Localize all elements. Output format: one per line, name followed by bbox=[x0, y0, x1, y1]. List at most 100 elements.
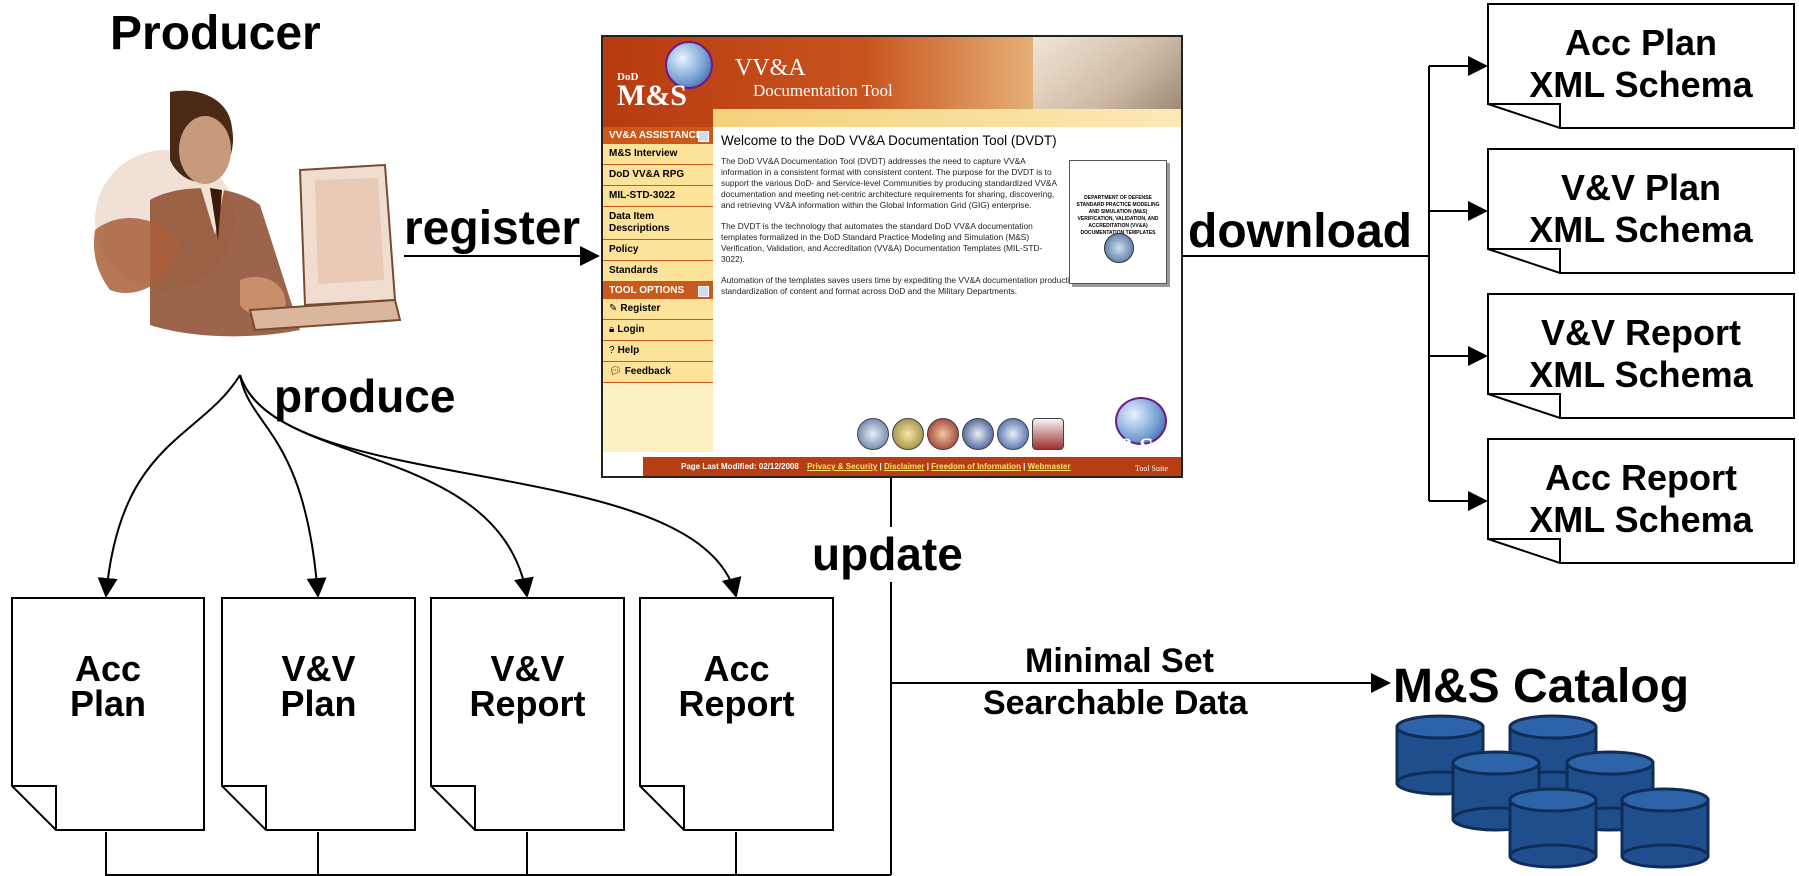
schema-line1: Acc Plan bbox=[1564, 22, 1718, 63]
sidebar-section-tools[interactable]: TOOL OPTIONS bbox=[603, 282, 713, 299]
welcome-heading: Welcome to the DoD VV&A Documentation To… bbox=[721, 133, 1057, 148]
intro-paragraph: The DoD VV&A Documentation Tool (DVDT) a… bbox=[721, 156, 1057, 210]
website-sidebar: VV&A ASSISTANCE M&S Interview DoD VV&A R… bbox=[603, 127, 713, 452]
ms-logo-text: M&S bbox=[1093, 433, 1154, 462]
footer-link-foia[interactable]: Freedom of Information bbox=[931, 462, 1021, 471]
help-icon: ? bbox=[609, 345, 615, 356]
sidebar-section-assistance[interactable]: VV&A ASSISTANCE bbox=[603, 127, 713, 144]
sidebar-item-login[interactable]: 🔒︎Login bbox=[603, 320, 713, 341]
schema-line1: V&V Report bbox=[1540, 312, 1742, 353]
sidebar-item-mil-std[interactable]: MIL-STD-3022 bbox=[603, 186, 713, 207]
schema-line1: Acc Report bbox=[1544, 457, 1738, 498]
producer-label: Producer bbox=[110, 7, 321, 60]
nav-label: Register bbox=[620, 303, 661, 314]
doc-line2: Plan bbox=[280, 683, 357, 724]
schema-vv-report: V&V Report XML Schema bbox=[1488, 312, 1794, 396]
footer-link-disclaimer[interactable]: Disclaimer bbox=[884, 462, 925, 471]
seal-icon bbox=[857, 418, 889, 450]
sidebar-item-data-item-descriptions[interactable]: Data Item Descriptions bbox=[603, 207, 713, 240]
dod-small: DoD bbox=[1093, 427, 1111, 437]
download-label: download bbox=[1188, 205, 1412, 258]
website-footer: Page Last Modified: 02/12/2008 Privacy &… bbox=[643, 457, 1181, 476]
book-title: DEPARTMENT OF DEFENSE STANDARD PRACTICE … bbox=[1076, 195, 1160, 236]
update-label: update bbox=[812, 528, 963, 580]
lock-icon: 🔒︎ bbox=[609, 324, 615, 335]
searchable-data-label: Searchable Data bbox=[983, 684, 1248, 722]
register-label: register bbox=[404, 202, 581, 255]
header-photo bbox=[1033, 37, 1181, 109]
doc-line2: Report bbox=[469, 683, 586, 724]
schema-vv-plan: V&V Plan XML Schema bbox=[1488, 167, 1794, 251]
produce-label: produce bbox=[274, 370, 456, 422]
seal-icon bbox=[892, 418, 924, 450]
schema-acc-report: Acc Report XML Schema bbox=[1488, 457, 1794, 541]
doc-line1: Acc bbox=[74, 648, 142, 689]
technology-paragraph: The DVDT is the technology that automate… bbox=[721, 221, 1043, 264]
footer-link-privacy[interactable]: Privacy & Security bbox=[807, 462, 878, 471]
header-strip bbox=[713, 109, 1181, 127]
sidebar-item-policy[interactable]: Policy bbox=[603, 240, 713, 261]
minimal-set-label: Minimal Set bbox=[1025, 642, 1214, 680]
schema-acc-plan: Acc Plan XML Schema bbox=[1488, 22, 1794, 106]
nav-label: Help bbox=[617, 345, 640, 356]
produce-arrow-vv-plan bbox=[239, 374, 327, 598]
doc-line1: V&V bbox=[490, 648, 565, 689]
doc-vv-report: V&V Report bbox=[431, 648, 624, 724]
nav-label: Login bbox=[617, 324, 645, 335]
catalog-database-icon bbox=[1395, 714, 1710, 869]
speech-bubble-icon: 💬︎ bbox=[609, 366, 622, 377]
pencil-icon: ✎ bbox=[609, 303, 618, 314]
sidebar-item-ms-interview[interactable]: M&S Interview bbox=[603, 144, 713, 165]
sidebar-item-vva-rpg[interactable]: DoD VV&A RPG bbox=[603, 165, 713, 186]
site-subtitle: Documentation Tool bbox=[753, 81, 893, 100]
doc-acc-report: Acc Report bbox=[640, 648, 833, 724]
doc-line2: Plan bbox=[69, 683, 147, 724]
document-shapes bbox=[11, 597, 834, 831]
produce-arrow-acc-report bbox=[239, 374, 742, 598]
site-title: VV&A bbox=[735, 55, 806, 81]
footer-modified: Page Last Modified: 02/12/2008 bbox=[681, 462, 799, 471]
sidebar-item-standards[interactable]: Standards bbox=[603, 261, 713, 282]
section-label: TOOL OPTIONS bbox=[609, 285, 685, 296]
doc-acc-plan: Acc Plan bbox=[12, 648, 204, 724]
sidebar-item-register[interactable]: ✎Register bbox=[603, 299, 713, 320]
dod-seal-icon bbox=[1104, 233, 1134, 263]
schema-line1: V&V Plan bbox=[1560, 167, 1722, 208]
schema-line2: XML Schema bbox=[1529, 499, 1753, 540]
schema-shapes bbox=[1487, 3, 1795, 564]
seal-icon bbox=[962, 418, 994, 450]
doc-vv-plan: V&V Plan bbox=[222, 648, 415, 724]
catalog-label: M&S Catalog bbox=[1393, 660, 1690, 713]
collapse-icon[interactable] bbox=[698, 131, 709, 142]
sidebar-item-help[interactable]: ?Help bbox=[603, 341, 713, 362]
seal-icon bbox=[1032, 418, 1064, 450]
globe-logo-icon bbox=[665, 41, 713, 89]
globe-logo-small-icon bbox=[1115, 397, 1167, 445]
schema-line2: XML Schema bbox=[1529, 209, 1753, 250]
schema-line2: XML Schema bbox=[1529, 354, 1753, 395]
footer-link-webmaster[interactable]: Webmaster bbox=[1027, 462, 1071, 471]
automation-paragraph: Automation of the templates saves users … bbox=[721, 275, 1162, 296]
doc-line2: Report bbox=[678, 683, 795, 724]
website-main: Welcome to the DoD VV&A Documentation To… bbox=[721, 133, 1169, 307]
collapse-icon[interactable] bbox=[698, 286, 709, 297]
produce-arrows bbox=[97, 374, 742, 598]
dod-small: DoD bbox=[617, 71, 639, 83]
doc-line1: V&V bbox=[281, 648, 356, 689]
seal-icon bbox=[997, 418, 1029, 450]
nav-label: Feedback bbox=[624, 366, 671, 377]
sidebar-item-feedback[interactable]: 💬︎Feedback bbox=[603, 362, 713, 383]
tool-suite-label: Tool Suite bbox=[1135, 464, 1168, 473]
update-connector bbox=[105, 476, 892, 876]
download-arrows bbox=[1180, 56, 1488, 511]
section-label: VV&A ASSISTANCE bbox=[609, 130, 703, 141]
schema-line2: XML Schema bbox=[1529, 64, 1753, 105]
ms-logo-text: M&S bbox=[617, 79, 687, 112]
mil-std-document-image: DEPARTMENT OF DEFENSE STANDARD PRACTICE … bbox=[1069, 160, 1167, 284]
doc-line1: Acc bbox=[703, 648, 770, 689]
